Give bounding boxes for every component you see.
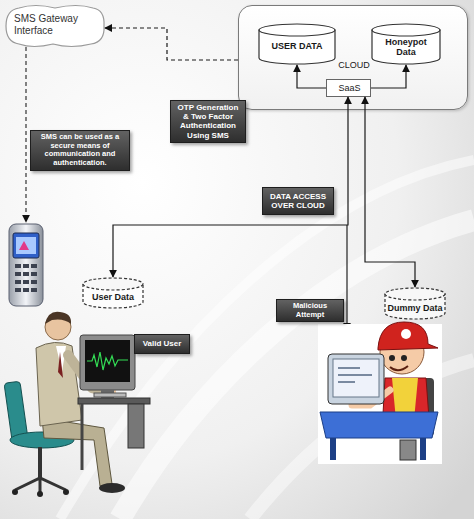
node-label: Dummy Data <box>384 303 446 313</box>
connector <box>113 97 348 277</box>
keyboard <box>94 393 126 397</box>
callout-note: Valid User <box>134 334 190 354</box>
node-label: Honeypot Data <box>379 37 433 58</box>
phone-key <box>23 264 29 268</box>
phone-key <box>31 280 37 284</box>
dashed-arrow <box>25 47 26 222</box>
attacker-eye <box>389 355 395 361</box>
cap-skull <box>401 329 411 339</box>
phone-screen <box>16 237 36 254</box>
phone-key <box>15 272 21 276</box>
attacker-desk <box>320 412 438 438</box>
screen-lines <box>338 368 372 382</box>
data-cylinder: User Data <box>82 277 144 309</box>
attacker-screen <box>333 359 379 397</box>
phone-icon <box>19 241 29 250</box>
callout-note: SMS can be used as a secure means of com… <box>30 130 130 171</box>
callout-note: OTP Generation & Two Factor Authenticati… <box>170 100 246 143</box>
connector <box>297 65 326 88</box>
attacker-cap <box>378 322 438 350</box>
node-label: User Data <box>82 292 144 302</box>
screen-wave <box>87 352 128 370</box>
desk-top <box>78 398 150 404</box>
cylinder-top <box>83 278 143 290</box>
database-cylinder: USER DATA <box>258 23 336 65</box>
chair-back <box>4 381 28 441</box>
chair-wheel <box>63 489 69 495</box>
phone-key <box>31 264 37 268</box>
phone-key <box>31 272 37 276</box>
connector <box>365 97 415 287</box>
user-legs <box>42 418 112 486</box>
callout-note: Malicious Attempt <box>276 299 344 322</box>
phone-key <box>23 272 29 276</box>
attack-line <box>346 225 347 330</box>
phone-screen-frame <box>13 233 39 258</box>
phone-key <box>23 288 29 292</box>
user-shoe <box>99 483 125 493</box>
node-label: SMS Gateway Interface <box>14 13 86 36</box>
user-torso <box>36 342 82 426</box>
data-cylinder: Dummy Data <box>384 287 446 320</box>
gateway-outline <box>6 6 104 47</box>
computer-tower <box>128 404 144 448</box>
background-swoosh <box>120 220 474 519</box>
connector <box>371 65 406 88</box>
phone-key <box>23 280 29 284</box>
phone-key <box>31 288 37 292</box>
chair-pole <box>38 447 42 478</box>
phone-key <box>15 264 21 268</box>
attacker-monitor <box>328 354 384 404</box>
connector <box>105 28 238 60</box>
cylinder-top <box>259 24 335 36</box>
mobile-phone <box>9 224 43 306</box>
user-tie <box>58 352 63 378</box>
service-box: SaaS <box>326 79 371 97</box>
desk-leg <box>81 404 84 470</box>
user-hair <box>45 312 71 324</box>
cylinder-top <box>372 24 440 36</box>
attacker-eye <box>401 355 407 361</box>
gateway-box: SMS Gateway Interface <box>5 6 105 46</box>
monitor <box>80 335 135 390</box>
node-label: USER DATA <box>258 41 336 51</box>
attacker-grin <box>390 366 408 370</box>
desk-leg <box>330 438 336 460</box>
phone-key <box>15 288 21 292</box>
computer-tower <box>400 440 416 460</box>
cylinder-top <box>385 288 445 300</box>
desk-leg <box>420 438 426 460</box>
cloud-container: CLOUDUSER DATAHoneypot DataSaaS <box>238 5 468 110</box>
monitor-screen <box>85 340 130 382</box>
chair-base <box>15 478 66 492</box>
callout-note: DATA ACCESS OVER CLOUD <box>262 187 334 215</box>
background-swoosh <box>60 160 474 519</box>
phone-key <box>15 280 21 284</box>
database-cylinder: Honeypot Data <box>371 23 441 65</box>
phone-keypad <box>15 264 37 292</box>
chair-wheel <box>12 489 18 495</box>
node-label: SaaS <box>327 83 372 93</box>
chair-wheel <box>37 491 43 497</box>
